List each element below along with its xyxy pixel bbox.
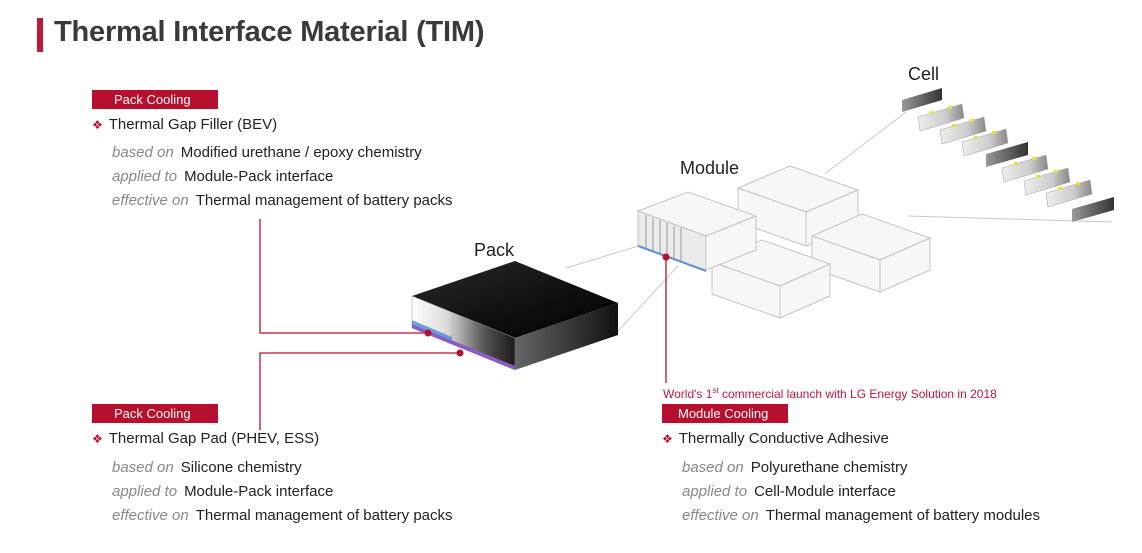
- adhesive-heading: ❖ Thermally Conductive Adhesive: [662, 430, 889, 447]
- gap-pad-tag: Pack Cooling: [92, 404, 218, 423]
- page-title: Thermal Interface Material (TIM): [54, 16, 485, 48]
- adhesive-tag: Module Cooling: [662, 404, 788, 423]
- gap-filler-heading: ❖ Thermal Gap Filler (BEV): [92, 116, 277, 133]
- launch-note: World's 1st commercial launch with LG En…: [663, 386, 997, 401]
- module-illustration: [636, 165, 932, 319]
- gap-pad-heading: ❖ Thermal Gap Pad (PHEV, ESS): [92, 430, 319, 447]
- callout-markers: [424, 253, 670, 357]
- diamond-bullet-icon: ❖: [92, 118, 103, 132]
- callout-lines: [259, 219, 667, 430]
- connector-lines: [565, 111, 1113, 333]
- module-label: Module: [680, 158, 740, 178]
- pack-illustration: [411, 261, 618, 371]
- adhesive-heading-text: Thermally Conductive Adhesive: [678, 430, 889, 447]
- diamond-bullet-icon: ❖: [92, 432, 103, 446]
- cell-label: Cell: [908, 64, 940, 84]
- diamond-bullet-icon: ❖: [662, 432, 673, 446]
- module-cell-edges: [645, 215, 682, 261]
- cell-stack: [902, 88, 1114, 222]
- gap-filler-heading-text: Thermal Gap Filler (BEV): [108, 116, 278, 133]
- title-accent-bar: [37, 18, 43, 52]
- gap-pad-heading-text: Thermal Gap Pad (PHEV, ESS): [108, 430, 320, 447]
- gap-filler-tag: Pack Cooling: [92, 90, 218, 109]
- module-interface-layer: [638, 245, 706, 272]
- pack-label: Pack: [474, 240, 515, 260]
